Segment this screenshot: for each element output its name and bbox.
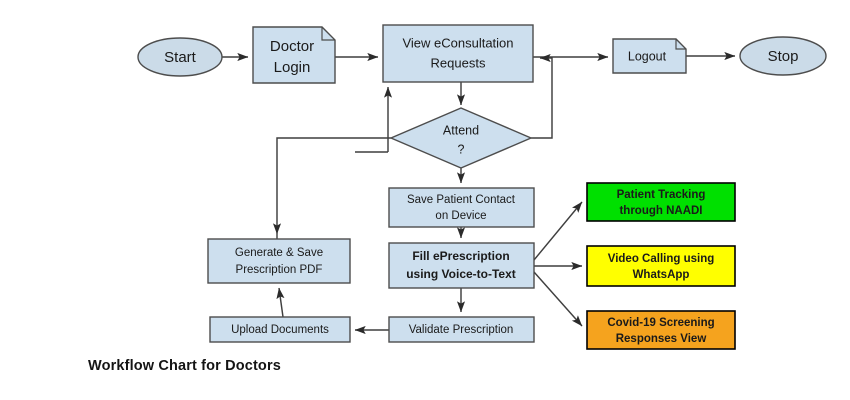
- node-doctor-login[interactable]: Doctor Login: [252, 26, 336, 84]
- node-view-econsultation-requests[interactable]: View eConsultation Requests: [382, 24, 534, 83]
- naadi-label-line2: through NAADI: [619, 205, 702, 217]
- edge-fillrx-to-naadi: [533, 201, 583, 261]
- generate-pdf-label-line1: Generate & Save: [235, 247, 323, 259]
- covid-label-line1: Covid-19 Screening: [607, 317, 714, 329]
- logout-shape: [612, 38, 687, 74]
- upload-documents-label: Upload Documents: [231, 324, 329, 336]
- edge-attend-to-view: [531, 53, 553, 139]
- save-contact-box: [388, 187, 535, 228]
- node-validate-prescription[interactable]: Validate Prescription: [388, 316, 535, 343]
- fill-eprescription-label-line1: Fill ePrescription: [412, 249, 509, 263]
- whatsapp-box: [586, 245, 736, 287]
- whatsapp-label-line2: WhatsApp: [633, 269, 690, 281]
- doctor-login-fold-icon: [321, 27, 335, 41]
- attend-diamond: [389, 107, 533, 169]
- covid-box: [586, 310, 736, 350]
- view-requests-box: [382, 24, 534, 83]
- node-attend-decision[interactable]: Attend ?: [389, 107, 533, 169]
- node-upload-documents[interactable]: Upload Documents: [209, 316, 351, 343]
- node-fill-eprescription[interactable]: Fill ePrescription using Voice-to-Text: [388, 242, 535, 289]
- doctor-login-label-line2: Login: [274, 59, 311, 76]
- connector-layer: [222, 51, 736, 335]
- start-label: Start: [164, 49, 197, 66]
- node-video-calling-whatsapp[interactable]: Video Calling using WhatsApp: [586, 245, 736, 287]
- node-save-patient-contact[interactable]: Save Patient Contact on Device: [388, 187, 535, 228]
- fill-eprescription-label-line2: using Voice-to-Text: [406, 267, 516, 281]
- view-requests-label-line1: View eConsultation: [402, 35, 513, 50]
- attend-label-line2: ?: [458, 142, 465, 156]
- fill-eprescription-box: [388, 242, 535, 289]
- whatsapp-label-line1: Video Calling using: [608, 253, 715, 265]
- validate-prescription-box: [388, 316, 535, 343]
- node-generate-save-pdf[interactable]: Generate & Save Prescription PDF: [207, 238, 351, 284]
- node-logout[interactable]: Logout: [612, 38, 687, 74]
- node-start[interactable]: Start: [137, 37, 223, 77]
- node-covid-screening-responses[interactable]: Covid-19 Screening Responses View: [586, 310, 736, 350]
- edge-attend-to-genpdf: [272, 137, 391, 235]
- start-ellipse: [137, 37, 223, 77]
- edge-upload-to-genpdf: [276, 287, 285, 318]
- edge-fillrx-to-covid: [533, 271, 583, 327]
- upload-documents-box: [209, 316, 351, 343]
- logout-label: Logout: [628, 49, 667, 63]
- save-contact-label-line1: Save Patient Contact: [407, 194, 516, 206]
- generate-pdf-label-line2: Prescription PDF: [236, 264, 323, 276]
- doctor-login-shape: [252, 26, 336, 84]
- validate-prescription-label: Validate Prescription: [409, 324, 514, 336]
- covid-label-line2: Responses View: [616, 333, 707, 345]
- save-contact-label-line2: on Device: [435, 210, 486, 222]
- attend-label-line1: Attend: [443, 123, 479, 137]
- doctor-login-label-line1: Doctor: [270, 38, 314, 55]
- naadi-label-line1: Patient Tracking: [617, 189, 706, 201]
- chart-caption: Workflow Chart for Doctors: [88, 358, 281, 374]
- generate-pdf-box: [207, 238, 351, 284]
- view-requests-label-line2: Requests: [431, 55, 486, 70]
- node-patient-tracking-naadi[interactable]: Patient Tracking through NAADI: [586, 182, 736, 222]
- logout-fold-icon: [675, 39, 686, 50]
- stop-ellipse: [739, 36, 827, 76]
- naadi-box: [586, 182, 736, 222]
- node-stop[interactable]: Stop: [739, 36, 827, 76]
- stop-label: Stop: [768, 48, 799, 65]
